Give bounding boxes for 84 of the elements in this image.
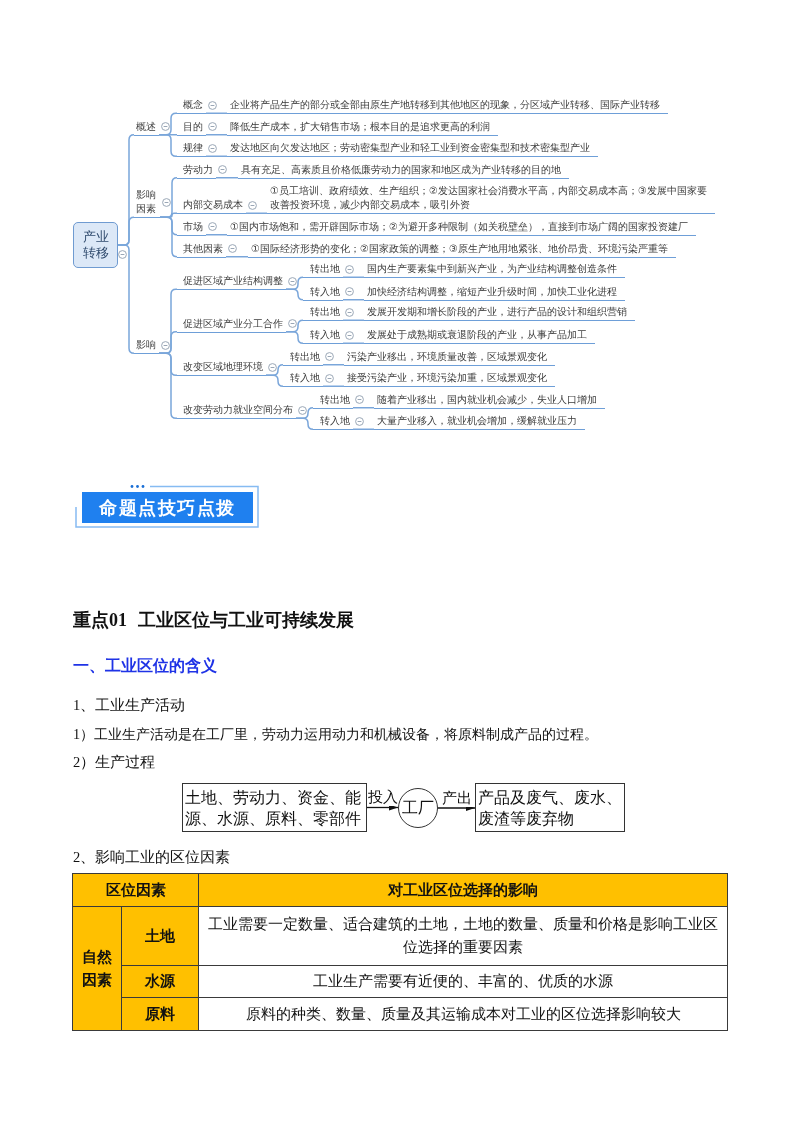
branch-line: [342, 319, 365, 321]
topic-description: ①国际经济形势的变化；②国家政策的调整；③原生产地用地紧张、地价昂贵、环境污染严重等: [248, 241, 676, 258]
table-cell: 自然因素: [72, 906, 122, 1031]
topic-description: ①国内市场饱和，需开辟国际市场；②为避开多种限制（如关税壁垒），直接到市场广阔的国家投资建厂: [227, 219, 696, 236]
branch-topic: 市场: [177, 219, 206, 236]
branch-topic: 内部交易成本: [177, 198, 246, 214]
branch-topic: 转入地: [283, 371, 323, 387]
topic-description: 企业将产品生产的部分或全部由原生产地转移到其他地区的现象，分区域产业转移、国际产业转移: [227, 98, 668, 114]
section-subheading: 一、工业区位的含义: [73, 655, 217, 676]
topic-description: 接受污染产业，环境污染加重，区域景观变化: [344, 371, 555, 387]
table-cell: 工业需要一定数量、适合建筑的土地，土地的数量、质量和价格是影响工业区位选择的重要因素: [198, 906, 728, 966]
branch-line: [352, 428, 375, 430]
branch-topic: 概念: [177, 98, 206, 114]
edge-label: 投入: [367, 789, 398, 806]
topic-description: 具有充足、高素质且价格低廉劳动力的国家和地区成为产业转移的目的地: [238, 162, 569, 179]
branch-topic: 影响: [134, 338, 159, 354]
branch-line: [158, 352, 178, 419]
table-cell: 工业生产需要有近便的、丰富的、优质的水源: [198, 965, 728, 998]
topic-description: 国内生产要素集中到新兴产业，为产业结构调整创造条件: [364, 262, 625, 278]
table-cell: 原料: [121, 997, 199, 1031]
branch-topic: 规律: [177, 141, 206, 157]
branch-line: [205, 155, 228, 157]
branch-line: [205, 112, 228, 114]
branch-line: [352, 407, 375, 409]
branch-topic: 目的: [177, 119, 206, 136]
branch-line: [322, 364, 345, 366]
topic-description: 加快经济结构调整，缩短产业升级时间，加快工业化进程: [364, 284, 625, 301]
banner-box: 命题点技巧点拨: [82, 492, 253, 523]
body-text: 1）工业生产活动是在工厂里，劳动力运用动力和机械设备，将原料制成产品的过程。: [73, 725, 599, 743]
topic-description: 随着产业移出，国内就业机会减少，失业人口增加: [374, 392, 605, 409]
topic-description: 降低生产成本，扩大销售市场；根本目的是追求更高的利润: [227, 119, 498, 136]
branch-line: [342, 342, 365, 344]
branch-line: [342, 276, 365, 278]
edge-label: 产出: [441, 789, 472, 807]
numbered-heading: 2、影响工业的区位因素: [73, 847, 231, 867]
branch-topic: 转出地: [283, 349, 323, 366]
branch-line: [342, 299, 365, 301]
process-box: 土地、劳动力、资金、能源、水源、原料、零部件: [182, 783, 367, 832]
branch-line: [285, 288, 304, 301]
numbered-heading: 1、工业生产活动: [73, 695, 186, 715]
table-cell: 水源: [121, 965, 199, 998]
topic-description: ①员工培训、政府绩效、生产组织；②发达国家社会消费水平高，内部交易成本高；③发展中国家要改善投资环境，减少内部交易成本，吸引外资: [267, 184, 715, 214]
branch-line: [295, 417, 314, 430]
branch-topic: 促进区域产业结构调整: [177, 274, 286, 290]
branch-topic: 促进区域产业分工合作: [177, 316, 286, 333]
topic-description: 大量产业移入，就业机会增加，缓解就业压力: [374, 414, 585, 430]
arrow: [366, 804, 399, 811]
branch-topic: 改变区域地理环境: [177, 360, 266, 376]
section-title: 重点01 工业区位与工业可持续发展: [73, 608, 354, 632]
branch-topic: 转出地: [303, 305, 343, 321]
branch-topic: 改变劳动力就业空间分布: [177, 403, 296, 419]
branch-line: [225, 256, 249, 258]
branch-line: [285, 331, 304, 344]
branch-line: [158, 134, 178, 157]
branch-topic: 转入地: [313, 414, 353, 430]
branch-line: [245, 212, 268, 214]
branch-line: [205, 134, 228, 136]
branch-topic: 转出地: [313, 392, 353, 409]
branch-line: [265, 374, 284, 387]
arrow: [437, 805, 476, 811]
table-header-cell: 区位因素: [72, 873, 199, 907]
topic-description: 污染产业移出，环境质量改善，区域景观变化: [344, 349, 555, 366]
branch-line: [205, 234, 228, 236]
topic-description: 发展处于成熟期或衰退阶段的产业，从事产品加工: [364, 328, 595, 344]
branch-line: [117, 244, 135, 354]
branch-line: [215, 177, 239, 179]
table-cell: 原料的种类、数量、质量及其运输成本对工业的区位选择影响较大: [198, 997, 728, 1031]
topic-description: 发达地区向欠发达地区；劳动密集型产业和轻工业到资金密集型和技术密集型产业: [227, 141, 598, 157]
table-header-cell: 对工业区位选择的影响: [198, 873, 728, 907]
branch-topic: 转入地: [303, 328, 343, 344]
branch-topic: 转出地: [303, 262, 343, 278]
topic-description: 发展开发期和增长阶段的产业，进行产品的设计和组织营销: [364, 305, 635, 321]
table-cell: 土地: [121, 906, 199, 966]
process-box: 产品及废气、废水、废渣等废弃物: [475, 783, 625, 832]
branch-topic: 其他因素: [177, 241, 226, 258]
branch-topic: 概述: [134, 119, 159, 136]
factory-circle: 工厂: [398, 788, 438, 828]
branch-line: [159, 216, 178, 258]
list-item: 2）生产过程: [73, 752, 156, 772]
branch-line: [322, 385, 345, 387]
branch-topic: 转入地: [303, 284, 343, 301]
branch-topic: 劳动力: [177, 162, 216, 179]
branch-topic: 影响因素: [134, 188, 160, 218]
root-topic-box: 产业转移: [73, 222, 118, 268]
